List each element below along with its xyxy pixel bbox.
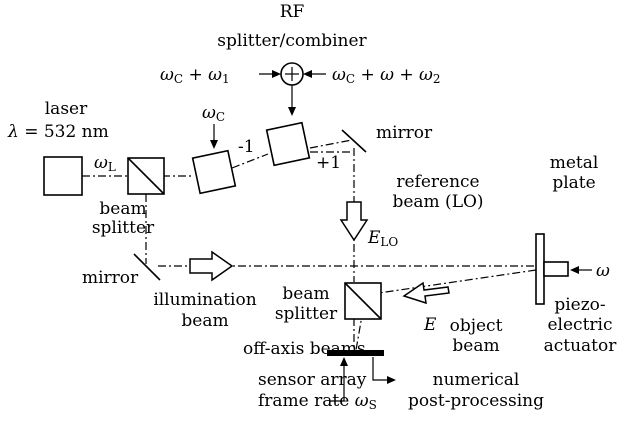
omega-arrowhead: [570, 266, 579, 274]
mirror-top-label: mirror: [376, 123, 433, 143]
object-beam-arrow: [402, 281, 450, 305]
aom1-rf-arrowhead: [210, 140, 218, 149]
label-e-field: E: [423, 315, 437, 335]
mirror-left-label: mirror: [82, 268, 139, 288]
label-omega-c: ωC: [202, 103, 225, 124]
reference-beam-arrow: [339, 201, 369, 242]
beam-splitter-left-label-2: splitter: [92, 218, 155, 238]
illumination-label-1: illumination: [153, 290, 256, 310]
metal-plate: [535, 233, 545, 305]
rf-left-arrowhead: [272, 70, 281, 78]
numerical-label-1: numerical: [433, 370, 520, 390]
beam-splitter-bottom-label-2: splitter: [275, 304, 338, 324]
rf-label-bottom: splitter/combiner: [217, 31, 367, 51]
beam-splitter-left-label-1: beam: [99, 199, 146, 219]
output-arrowhead: [387, 376, 396, 384]
metal-plate-label-2: plate: [552, 173, 595, 193]
sensor-array: [327, 350, 384, 356]
numerical-label-2: post-processing: [408, 391, 544, 411]
object-beam-label-2: beam: [452, 336, 499, 356]
beam-splitter-left-diagonal: [127, 157, 165, 195]
aom-2: [265, 121, 311, 167]
rf-right-arrowhead: [303, 70, 312, 78]
label-omega-l: ωL: [94, 153, 116, 174]
mirror-left: [133, 253, 161, 281]
rf-label-top: RF: [280, 2, 305, 22]
object-beam-label-1: object: [450, 316, 503, 336]
frame-rate-arrow-line: [330, 362, 345, 402]
beam-splitter-bottom-diagonal: [344, 282, 382, 320]
output-arrow-line: [372, 357, 390, 381]
reference-label-2: beam (LO): [392, 192, 483, 212]
beam-splitter-bottom-label-1: beam: [282, 284, 329, 304]
reference-label-1: reference: [396, 172, 479, 192]
mirror-top: [341, 129, 367, 153]
beam-minus1-order: [231, 153, 269, 169]
piezo-actuator: [543, 261, 569, 277]
label-omega-c-plus-omega-plus-omega2: ωC + ω + ω2: [332, 65, 441, 86]
sensor-label-2: frame rate ωS: [258, 391, 377, 412]
frame-rate-arrowhead: [340, 357, 348, 366]
metal-plate-label-1: metal: [550, 153, 599, 173]
laser-label: laser: [45, 99, 88, 119]
illumination-label-2: beam: [181, 311, 228, 331]
piezo-label-3: actuator: [544, 336, 618, 356]
aom-1: [191, 149, 237, 195]
label-omega-c-plus-omega1: ωC + ω1: [160, 65, 230, 86]
laser-box: [43, 156, 83, 196]
laser-wavelength: λ = 532 nm: [7, 122, 109, 142]
piezo-label-2: electric: [548, 315, 613, 335]
piezo-label-1: piezo-: [554, 295, 605, 315]
rf-down-arrowhead: [288, 107, 296, 116]
order-minus1-label: -1: [238, 137, 255, 157]
illumination-beam-arrow: [189, 250, 234, 282]
order-plus1-label: +1: [316, 153, 341, 173]
sensor-label-1: sensor array: [258, 370, 367, 390]
beam-plus1-order: [309, 139, 353, 149]
label-e-lo: ELO: [367, 228, 398, 249]
label-omega: ω: [596, 261, 610, 281]
object-beam-path: [371, 269, 537, 295]
